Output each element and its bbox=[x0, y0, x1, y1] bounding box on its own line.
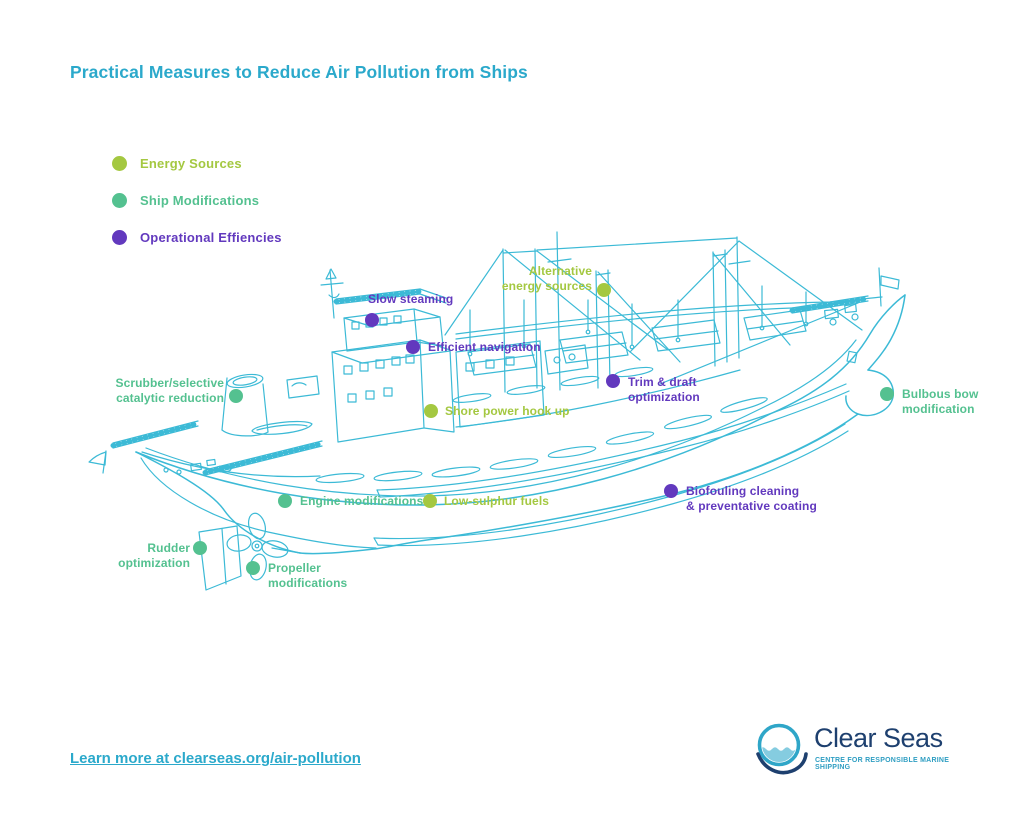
marker-dot-alternative-energy-sources bbox=[597, 283, 611, 297]
legend-item-label: Energy Sources bbox=[140, 155, 242, 171]
marker-label-engine-modifications: Engine modifications bbox=[300, 494, 424, 508]
legend-dot-operational bbox=[112, 229, 127, 245]
marker-dot-shore-power-hook-up bbox=[424, 404, 438, 418]
legend-dot-ship bbox=[112, 192, 127, 208]
clearseas-logo-tagline: CENTRE FOR RESPONSIBLE MARINE SHIPPING bbox=[815, 757, 950, 771]
marker-dot-low-sulphur-fuels bbox=[423, 494, 437, 508]
marker-dot-trim-draft-optimization bbox=[606, 374, 620, 388]
learn-more-link[interactable]: Learn more at clearseas.org/air-pollutio… bbox=[70, 750, 361, 767]
marker-label-biofouling-cleaning: Biofouling cleaning& preventative coatin… bbox=[686, 484, 817, 513]
marker-label-slow-steaming: Slow steaming bbox=[368, 292, 454, 306]
marker-dot-propeller-modifications bbox=[246, 561, 260, 575]
marker-label-shore-power-hook-up: Shore power hook up bbox=[445, 404, 570, 418]
marker-dot-slow-steaming bbox=[365, 313, 379, 327]
legend-item-energy: Energy Sources bbox=[112, 148, 282, 178]
marker-dot-bulbous-bow-modification bbox=[880, 387, 894, 401]
marker-dot-efficient-navigation bbox=[406, 340, 420, 354]
marker-dot-biofouling-cleaning bbox=[664, 484, 678, 498]
legend-item-operational: Operational Effiencies bbox=[112, 222, 282, 252]
legend-item-label: Operational Effiencies bbox=[140, 229, 282, 245]
page-title: Practical Measures to Reduce Air Polluti… bbox=[70, 62, 528, 82]
clearseas-logo-icon bbox=[756, 723, 808, 775]
clearseas-logo: Clear Seas CENTRE FOR RESPONSIBLE MARINE… bbox=[756, 716, 976, 782]
legend-item-label: Ship Modifications bbox=[140, 192, 260, 208]
clearseas-logo-wordmark: Clear Seas bbox=[814, 723, 943, 753]
marker-label-low-sulphur-fuels: Low-sulphur fuels bbox=[444, 494, 550, 508]
marker-dot-scrubber-selective-catalytic-reduction bbox=[229, 389, 243, 403]
marker-dot-engine-modifications bbox=[278, 494, 292, 508]
marker-dot-rudder-optimization bbox=[193, 541, 207, 555]
legend-item-ship: Ship Modifications bbox=[112, 185, 282, 215]
marker-label-efficient-navigation: Efficient navigation bbox=[428, 340, 541, 354]
legend-dot-energy bbox=[112, 155, 127, 171]
